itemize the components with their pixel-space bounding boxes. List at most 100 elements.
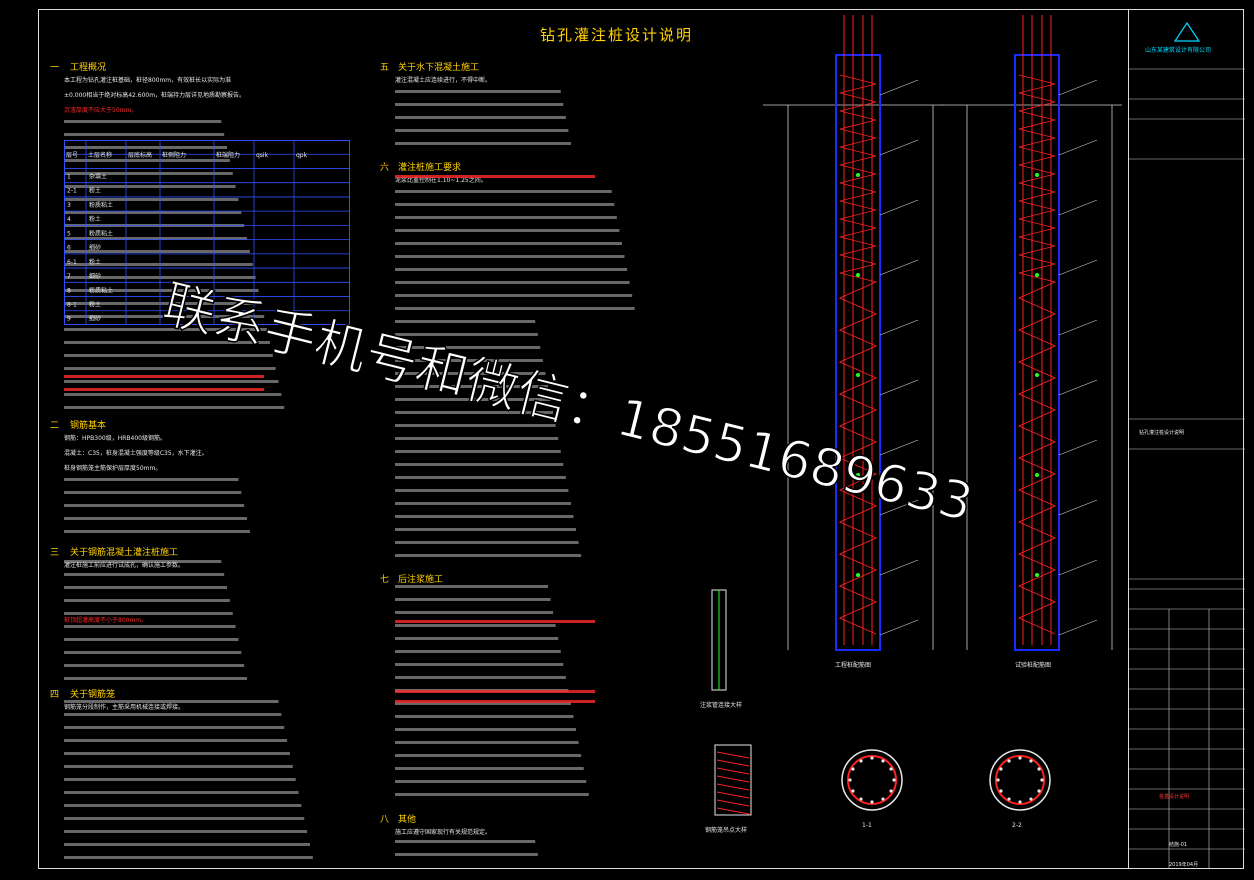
section-bar [999,767,1003,771]
note-text-stripe [64,211,242,214]
lifting-detail-bar [716,775,750,783]
note-text-stripe [395,754,582,757]
note-line: 钢筋笼分段制作，主筋采用机械连接或焊接。 [64,704,185,711]
note-text-stripe [395,116,566,119]
note-text-stripe [395,624,556,627]
note-line-red: 桩顶超灌高度不小于800mm。 [64,617,148,624]
leader-line [1058,79,1098,96]
note-text-stripe [395,728,577,731]
leader-line [1058,559,1098,576]
note-text-stripe [64,752,290,755]
note-text-stripe [64,315,265,318]
note-text-stripe [64,328,268,331]
section-heading: 其他 [398,815,417,825]
table-cell: 细砂 [89,272,101,280]
note-text-stripe [395,793,589,796]
stiffener-marker [856,373,860,377]
section-number: 一 [50,63,60,73]
section-spiral [995,755,1045,805]
leader-line [879,499,919,516]
note-text-stripe [395,142,571,145]
note-text-stripe [395,129,569,132]
section-bar [999,789,1003,793]
leader-line [1058,259,1098,276]
note-text-stripe [395,528,577,531]
note-line: 桩身钢筋笼主筋保护层厚度50mm。 [64,465,162,472]
title-block: 山东某建筑设计有限公司 钻孔灌注桩设计说明 桩基设计说明 结施-01 2019年… [1128,9,1245,869]
section-bar [1007,797,1011,801]
section-heading: 灌注桩施工要求 [398,163,462,173]
note-text-stripe [64,726,285,729]
note-text-stripe [64,146,228,149]
table-cell: 6-1 [67,259,77,266]
note-text-stripe [64,504,245,507]
lifting-detail-bar [716,807,750,815]
table-header-cell: 土层名称 [88,151,112,159]
red-note-stripe [395,700,595,703]
lifting-detail-bar [716,751,750,759]
note-text-stripe [395,372,546,375]
section-number: 六 [380,163,390,173]
note-text-stripe [395,437,559,440]
note-text-stripe [395,385,548,388]
note-text-stripe [64,713,282,716]
pile-label: 试验桩配筋图 [1015,662,1052,669]
note-text-stripe [64,817,305,820]
leader-line [879,559,919,576]
section-bar [881,797,885,801]
section-bar [881,759,885,763]
note-text-stripe [395,450,561,453]
note-text-stripe [395,476,566,479]
note-text-stripe [64,159,230,162]
table-cell: 9 [67,316,71,323]
leader-line [1058,139,1098,156]
section-number: 四 [50,690,60,700]
leader-line [1058,319,1098,336]
section-bar [870,756,874,760]
leader-line [879,139,919,156]
section-bar [851,789,855,793]
leader-line [1058,379,1098,396]
note-text-stripe [64,478,239,481]
section-number: 二 [50,421,60,431]
note-text-stripe [64,517,248,520]
spiral-stirrup [838,74,878,635]
note-line: 灌注桩施工前应进行试成孔，确认施工参数。 [64,562,185,569]
table-cell: 1 [67,173,71,180]
lifting-detail-bar [716,759,750,767]
note-text-stripe [64,185,236,188]
note-text-stripe [395,780,587,783]
leader-line [879,319,919,336]
leader-line [879,439,919,456]
table-cell: 6 [67,245,71,252]
table-cell: 粉质粘土 [89,286,113,294]
section-label: 2-2 [1012,822,1022,829]
section-outline [989,749,1051,811]
note-text-stripe [64,530,250,533]
note-text-stripe [395,853,538,856]
note-text-stripe [64,302,262,305]
section-spiral [847,755,897,805]
section-bar [859,797,863,801]
note-text-stripe [395,598,551,601]
note-text-stripe [395,489,569,492]
note-line-red: 沉渣厚度不应大于50mm。 [64,107,138,114]
red-note-stripe [64,388,264,391]
note-text-stripe [64,250,250,253]
table-border [64,140,350,325]
note-text-stripe [64,599,230,602]
note-text-stripe [64,354,273,357]
stiffener-marker [1035,573,1039,577]
drawing-frame [38,9,1244,869]
note-line: 施工应遵守国家现行有关规范规定。 [395,829,492,836]
note-text-stripe [395,90,561,93]
table-cell: 3 [67,202,71,209]
note-text-stripe [64,172,233,175]
stiffener-marker [856,273,860,277]
section-bar [1018,800,1022,804]
note-text-stripe [395,281,630,284]
section-bar [1018,756,1022,760]
note-text-stripe [395,346,541,349]
